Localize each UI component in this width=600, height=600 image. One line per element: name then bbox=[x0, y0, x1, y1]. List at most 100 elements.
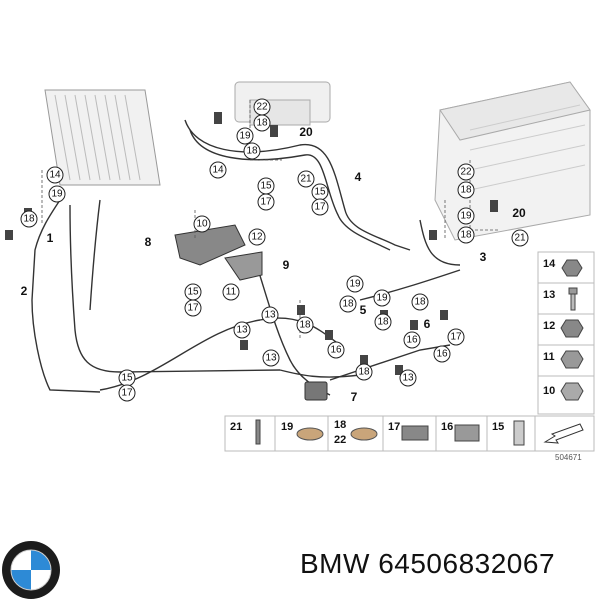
pipes bbox=[31, 119, 461, 396]
brand-name: BMW bbox=[300, 548, 370, 579]
legend-label: 19 bbox=[281, 421, 293, 433]
callout: 14 bbox=[209, 161, 227, 179]
svg-text:12: 12 bbox=[251, 232, 263, 243]
legend-label: 11 bbox=[543, 351, 555, 363]
callout: 14 bbox=[46, 166, 64, 184]
condenser-drawing bbox=[44, 89, 161, 186]
legend-label: 21 bbox=[230, 421, 242, 433]
callout: 15 bbox=[118, 369, 136, 387]
callout-label: 9 bbox=[283, 258, 290, 272]
svg-text:14: 14 bbox=[49, 170, 61, 181]
callout: 13 bbox=[261, 306, 279, 324]
nut-10-icon bbox=[560, 382, 584, 401]
callout: 18 bbox=[411, 293, 429, 311]
callout: 19 bbox=[373, 289, 391, 307]
callout: 18 bbox=[457, 226, 475, 244]
legend-label: 15 bbox=[492, 421, 504, 433]
svg-text:18: 18 bbox=[377, 317, 389, 328]
callout: 22 bbox=[253, 98, 271, 116]
callout: 21 bbox=[511, 229, 529, 247]
part-number: 64506832067 bbox=[378, 548, 556, 579]
callout-label: 7 bbox=[351, 390, 358, 404]
svg-text:18: 18 bbox=[342, 299, 354, 310]
svg-text:18: 18 bbox=[358, 367, 370, 378]
top-component-drawing bbox=[234, 81, 331, 126]
callout: 16 bbox=[327, 341, 345, 359]
svg-text:16: 16 bbox=[330, 345, 342, 356]
svg-text:18: 18 bbox=[460, 185, 472, 196]
svg-text:16: 16 bbox=[436, 349, 448, 360]
legend-right: 14 13 12 11 10 bbox=[537, 251, 595, 415]
svg-text:15: 15 bbox=[314, 187, 326, 198]
callout-label: 8 bbox=[145, 235, 152, 249]
callout: 15 bbox=[184, 283, 202, 301]
callout: 10 bbox=[193, 215, 211, 233]
svg-text:17: 17 bbox=[260, 197, 272, 208]
svg-text:18: 18 bbox=[414, 297, 426, 308]
legend-label: 13 bbox=[543, 289, 555, 301]
callout: 18 bbox=[253, 114, 271, 132]
callout: 17 bbox=[447, 328, 465, 346]
svg-text:18: 18 bbox=[23, 214, 35, 225]
callout: 18 bbox=[374, 313, 392, 331]
callout-label: 4 bbox=[355, 170, 362, 184]
callout: 18 bbox=[243, 142, 261, 160]
callout: 17 bbox=[257, 193, 275, 211]
callout: 13 bbox=[233, 321, 251, 339]
nut-11-icon bbox=[560, 350, 584, 369]
direction-arrow-icon bbox=[543, 423, 584, 444]
bolt-icon bbox=[568, 287, 578, 295]
svg-text:13: 13 bbox=[402, 373, 414, 384]
callout: 16 bbox=[433, 345, 451, 363]
legend-label: 16 bbox=[441, 421, 453, 433]
svg-text:19: 19 bbox=[239, 131, 251, 142]
callout: 15 bbox=[311, 183, 329, 201]
callout-numbers: 20 4 1 2 8 9 5 6 7 3 20 bbox=[21, 125, 526, 404]
callout: 18 bbox=[296, 316, 314, 334]
svg-text:18: 18 bbox=[299, 320, 311, 331]
callout: 22 bbox=[457, 163, 475, 181]
svg-text:21: 21 bbox=[300, 174, 312, 185]
part-title: BMW 64506832067 bbox=[300, 548, 555, 580]
drawing-id: 504671 bbox=[555, 453, 582, 462]
svg-text:11: 11 bbox=[226, 287, 237, 298]
callout: 19 bbox=[48, 185, 66, 203]
bracket-8-drawing bbox=[174, 224, 246, 266]
callout: 15 bbox=[257, 177, 275, 195]
svg-text:10: 10 bbox=[196, 219, 208, 230]
callout: 16 bbox=[403, 331, 421, 349]
legend-label: 14 bbox=[543, 258, 556, 270]
callout-label: 5 bbox=[360, 303, 367, 317]
callout-label: 6 bbox=[424, 317, 431, 331]
bolt-15-icon bbox=[513, 420, 525, 446]
svg-text:14: 14 bbox=[212, 165, 224, 176]
legend-label: 10 bbox=[543, 385, 555, 397]
callout: 18 bbox=[457, 181, 475, 199]
svg-text:16: 16 bbox=[406, 335, 418, 346]
washer-icon bbox=[296, 427, 324, 441]
callout: 13 bbox=[262, 349, 280, 367]
bmw-logo bbox=[2, 541, 60, 599]
callout: 18 bbox=[20, 210, 38, 228]
svg-text:17: 17 bbox=[314, 202, 326, 213]
svg-text:13: 13 bbox=[265, 353, 277, 364]
svg-text:13: 13 bbox=[264, 310, 276, 321]
svg-text:19: 19 bbox=[51, 189, 63, 200]
callout-circles: 22 18 19 18 14 14 19 18 21 15 17 15 17 1… bbox=[20, 98, 529, 402]
clip-17-icon bbox=[401, 425, 429, 441]
callout: 12 bbox=[248, 228, 266, 246]
svg-text:19: 19 bbox=[376, 293, 388, 304]
svg-text:19: 19 bbox=[349, 279, 361, 290]
battery-module-drawing bbox=[434, 81, 591, 241]
callout: 18 bbox=[339, 295, 357, 313]
callout: 11 bbox=[222, 283, 240, 301]
svg-text:22: 22 bbox=[256, 102, 268, 113]
svg-text:18: 18 bbox=[246, 146, 258, 157]
nut-12-icon bbox=[560, 319, 584, 338]
svg-text:17: 17 bbox=[450, 332, 462, 343]
legend-bottom: 21 19 18 22 17 16 15 504671 bbox=[224, 415, 595, 462]
svg-text:17: 17 bbox=[121, 388, 133, 399]
callout: 19 bbox=[346, 275, 364, 293]
screw-icon bbox=[255, 419, 261, 445]
bolt-shaft-icon bbox=[570, 293, 576, 311]
